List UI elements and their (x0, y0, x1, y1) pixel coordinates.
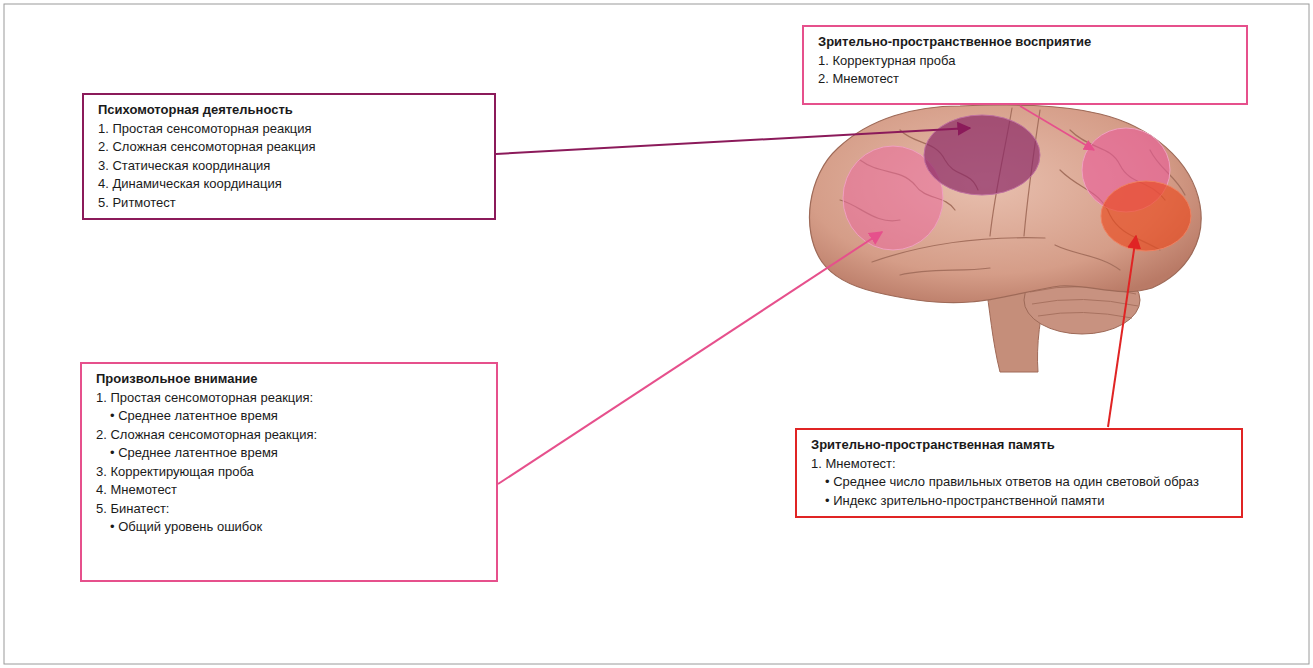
motor-region (924, 115, 1040, 195)
box-heading: Зрительно-пространственная память (811, 436, 1229, 455)
list-item: 1. Простая сенсомоторная реакция: (96, 389, 484, 408)
list-item: • Среднее латентное время (96, 444, 484, 463)
list-item: 1. Мнемотест: (811, 455, 1229, 474)
box-heading: Произвольное внимание (96, 370, 484, 389)
test-group-box: Произвольное внимание1. Простая сенсомот… (80, 362, 498, 582)
list-item: 1. Простая сенсомоторная реакция (98, 120, 482, 139)
test-group-box: Психомоторная деятельность1. Простая сен… (82, 93, 496, 220)
cerebrum (809, 105, 1201, 303)
list-item: • Среднее число правильных ответов на од… (811, 473, 1229, 492)
leader-line (496, 128, 970, 154)
list-item: • Среднее латентное время (96, 407, 484, 426)
list-item: • Индекс зрительно-пространственной памя… (811, 492, 1229, 511)
list-item: 3. Корректирующая проба (96, 463, 484, 482)
occipital-region (1101, 181, 1191, 251)
list-item: 2. Сложная сенсомоторная реакция (98, 138, 482, 157)
box-heading: Психомоторная деятельность (98, 101, 482, 120)
list-item: 1. Корректурная проба (818, 52, 1234, 71)
list-item: 5. Бинатест: (96, 500, 484, 519)
list-item: 4. Мнемотест (96, 481, 484, 500)
test-group-box: Зрительно-пространственная память1. Мнем… (795, 428, 1243, 518)
test-group-box: Зрительно-пространственное восприятие1. … (802, 25, 1248, 105)
list-item: 5. Ритмотест (98, 194, 482, 213)
leader-line (1020, 106, 1094, 150)
list-item: 2. Сложная сенсомоторная реакция: (96, 426, 484, 445)
list-item: 4. Динамическая координация (98, 175, 482, 194)
list-item: 3. Статическая координация (98, 157, 482, 176)
leader-line (1108, 236, 1136, 427)
outer-frame (4, 4, 1309, 664)
box-heading: Зрительно-пространственное восприятие (818, 33, 1234, 52)
list-item: 2. Мнемотест (818, 70, 1234, 89)
list-item: • Общий уровень ошибок (96, 518, 484, 537)
